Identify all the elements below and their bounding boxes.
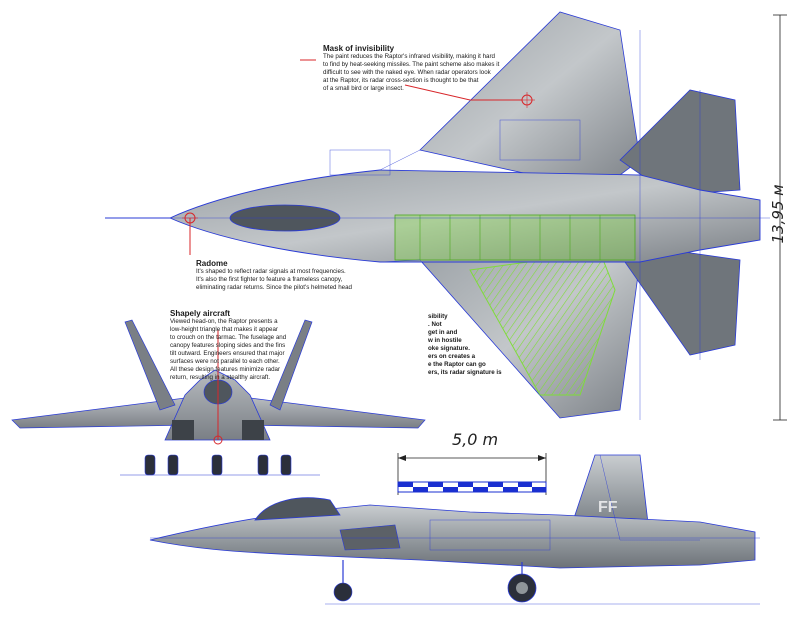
- radome-annotation: Radome It's shaped to reflect radar sign…: [196, 259, 366, 292]
- mask-line: to find by heat-seeking missiles. The pa…: [323, 61, 500, 68]
- fuselage-cutaway: [394, 214, 636, 261]
- front-view-aircraft: [11, 319, 426, 476]
- front-right-wing: [239, 397, 426, 429]
- scale-bar: [397, 453, 547, 495]
- radome-body: It's shaped to reflect radar signals at …: [196, 268, 366, 292]
- front-landing-gear: [144, 454, 292, 476]
- lower-tail: [619, 249, 741, 356]
- shapely-line: low-height triangle that makes it appear: [170, 326, 278, 333]
- partial-line: sibility: [428, 313, 448, 320]
- callout-shapely: [213, 330, 223, 445]
- shapely-line: tilt outward. Engineers ensured that maj…: [170, 350, 285, 357]
- mask-title: Mask of invisibility: [323, 44, 395, 53]
- shapely-line: to crouch on the tarmac. The fuselage an…: [170, 334, 287, 341]
- radome-line: eliminating radar returns. Since the pil…: [196, 284, 352, 291]
- upper-wing: [419, 11, 641, 191]
- shapely-annotation: Shapely aircraft Viewed head-on, the Rap…: [170, 309, 320, 382]
- shapely-body: Viewed head-on, the Raptor presents a lo…: [170, 318, 320, 382]
- length-dimension: [773, 14, 787, 421]
- scale-label: 5,0 m: [451, 430, 499, 449]
- shapely-line: Viewed head-on, the Raptor presents a: [170, 318, 278, 325]
- radome-title: Radome: [196, 259, 228, 268]
- callout-mask: [300, 59, 535, 108]
- top-view-aircraft: [105, 11, 770, 420]
- partial-annotation: sibility . Not get in and w in hostile o…: [428, 313, 508, 377]
- partial-body: sibility . Not get in and w in hostile o…: [428, 313, 508, 377]
- mask-body: The paint reduces the Raptor's infrared …: [323, 53, 513, 93]
- callout-radome: [182, 212, 198, 255]
- mask-line: at the Raptor, its radar cross-section i…: [323, 77, 479, 84]
- side-landing-gear: [333, 560, 537, 603]
- partial-line: oke signature.: [428, 345, 470, 352]
- radome-line: It's also the first fighter to feature a…: [196, 276, 343, 283]
- shapely-line: surfaces were not parallel to each other…: [170, 358, 280, 365]
- mask-annotation: Mask of invisibility The paint reduces t…: [323, 44, 513, 93]
- partial-line: . Not: [428, 321, 442, 328]
- side-canopy: [254, 497, 341, 521]
- side-view-aircraft: [149, 454, 760, 605]
- front-left-fin: [124, 319, 176, 411]
- shapely-line: All these design features minimize radar: [170, 366, 281, 373]
- shapely-title: Shapely aircraft: [170, 309, 231, 318]
- partial-line: get in and: [428, 329, 458, 336]
- length-label: 13,95 м: [769, 184, 787, 244]
- mask-line: difficult to see with the naked eye. Whe…: [323, 69, 491, 76]
- shapely-line: return, resulting in a stealthy aircraft…: [170, 374, 271, 381]
- side-fuselage: [149, 504, 756, 569]
- side-intake: [339, 524, 401, 551]
- top-fuselage: [168, 169, 761, 263]
- radome-line: It's shaped to reflect radar signals at …: [196, 268, 346, 275]
- front-right-fin: [269, 319, 313, 411]
- partial-line: ers, its radar signature is: [428, 369, 502, 376]
- mask-line: of a small bird or large insect.: [323, 85, 404, 92]
- mask-line: The paint reduces the Raptor's infrared …: [323, 53, 495, 60]
- partial-line: w in hostile: [428, 337, 462, 344]
- partial-line: e the Raptor can go: [428, 361, 486, 368]
- tail-code: FF: [598, 499, 618, 516]
- partial-line: ers on creates a: [428, 353, 476, 360]
- shapely-line: canopy features sloping sides and the fi…: [170, 342, 286, 349]
